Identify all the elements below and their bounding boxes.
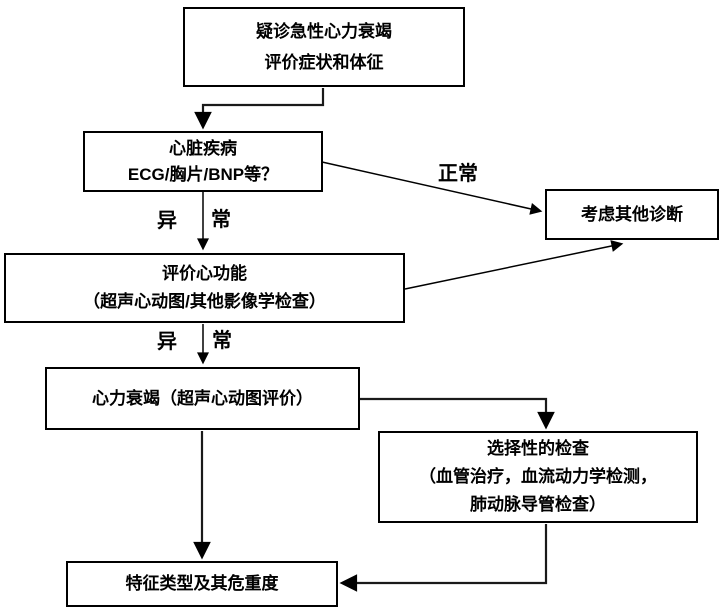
edge-label-normal: 正常 bbox=[438, 163, 478, 185]
edge-suspect-to-heart-disease bbox=[194, 88, 325, 130]
node-suspect-line-1: 疑诊急性心力衰竭 bbox=[256, 22, 392, 41]
edge-cardiac-function-to-other-diagnosis bbox=[404, 240, 624, 290]
node-heart-disease-tests: 心脏疾病 ECG/胸片/BNP等？ bbox=[83, 131, 323, 192]
node-consider-other-diagnosis: 考虑其他诊断 bbox=[545, 189, 719, 240]
edge-selective-tests-to-characterize bbox=[339, 524, 548, 592]
edge-label-abnormal-2-left: 异 bbox=[157, 331, 177, 353]
edge-heart-failure-to-selective-tests bbox=[360, 397, 555, 430]
node-selective-line-3: 肺动脉导管检查） bbox=[470, 495, 606, 514]
node-evaluate-cardiac-function: 评价心功能 （超声心动图/其他影像学检查） bbox=[4, 253, 405, 323]
node-suspect-acute-heart-failure: 疑诊急性心力衰竭 评价症状和体征 bbox=[183, 7, 465, 87]
node-characterize-type-severity: 特征类型及其危重度 bbox=[66, 561, 338, 607]
edge-label-abnormal-1-right: 常 bbox=[211, 209, 231, 231]
node-cardiac-function-line-1: 评价心功能 bbox=[162, 264, 247, 283]
node-selective-line-2: （血管治疗，血流动力学检测， bbox=[419, 467, 657, 486]
node-cardiac-function-line-2: （超声心动图/其他影像学检查） bbox=[83, 292, 326, 311]
node-suspect-line-2: 评价症状和体征 bbox=[264, 53, 384, 72]
edge-label-abnormal-2-right: 常 bbox=[212, 330, 232, 352]
node-other-diagnosis-line-1: 考虑其他诊断 bbox=[581, 204, 683, 224]
edge-heart-disease-to-other-diagnosis bbox=[321, 161, 543, 215]
node-selective-line-1: 选择性的检查 bbox=[487, 439, 589, 458]
node-characterize-line-1: 特征类型及其危重度 bbox=[125, 574, 279, 593]
node-selective-tests: 选择性的检查 （血管治疗，血流动力学检测， 肺动脉导管检查） bbox=[378, 431, 698, 523]
node-heart-disease-line-1: 心脏疾病 bbox=[169, 138, 237, 158]
node-heart-failure-line-1: 心力衰竭（超声心动图评价） bbox=[92, 388, 313, 408]
node-heart-disease-line-2: ECG/胸片/BNP等？ bbox=[127, 164, 279, 184]
edge-label-abnormal-1-left: 异 bbox=[157, 210, 177, 232]
node-heart-failure-echo: 心力衰竭（超声心动图评价） bbox=[45, 367, 360, 430]
